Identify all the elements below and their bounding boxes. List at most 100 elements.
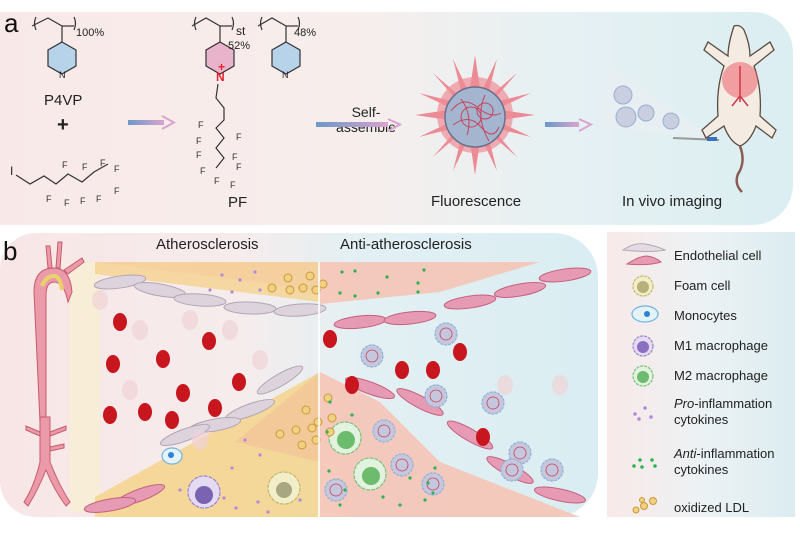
red-blood-cell-faded — [192, 430, 208, 450]
endothelial-cell — [333, 314, 387, 330]
in-vivo-imaging-label: In vivo imaging — [622, 193, 723, 210]
endothelial-cell — [256, 365, 304, 395]
red-blood-cell-faded — [222, 320, 238, 340]
red-blood-cell-faded — [182, 310, 198, 330]
endothelial-cell — [83, 497, 137, 513]
fluorine-atom: F — [232, 152, 238, 162]
fluorine-atom: F — [198, 120, 204, 130]
nanoparticle-core — [505, 463, 519, 477]
oxidized-ldl — [301, 405, 311, 415]
endothelial-cell — [493, 282, 547, 298]
anti-inflammation-cytokine — [327, 469, 331, 473]
nanoparticle — [540, 458, 564, 482]
oxidized-ldl — [285, 285, 295, 295]
oxidized-ldl — [283, 273, 293, 283]
p4vp-nitrogen: N — [59, 70, 66, 80]
pro-inflammation-cytokine — [222, 496, 226, 500]
m2-macrophage-icon — [632, 365, 654, 387]
oxidized-ldl — [291, 425, 301, 435]
anti-inflammation-cytokine — [381, 495, 385, 499]
pro-inflammation-cytokine — [238, 278, 242, 282]
red-blood-cell — [208, 399, 222, 417]
nanoparticle-core — [513, 446, 527, 460]
red-blood-cell — [156, 350, 170, 368]
legend-label: Endothelial cell — [674, 248, 762, 263]
iodine-atom: I — [10, 164, 14, 178]
p4vp-subscript: 100% — [76, 27, 105, 39]
endothelial-cell — [396, 388, 444, 416]
red-blood-cell — [426, 361, 440, 379]
pro-inflammation-cytokine — [178, 488, 182, 492]
legend-label-italic: Anti — [674, 446, 697, 461]
anti-inflammation-cytokine — [398, 503, 402, 507]
m1-macrophage-nucleus — [195, 486, 213, 504]
fluorine-atom: F — [196, 136, 202, 146]
legend-label-rest: -inflammation — [694, 396, 773, 411]
oxidized-ldl — [327, 413, 337, 423]
pyridinium-nitrogen: N — [216, 70, 225, 84]
red-blood-cell — [476, 428, 490, 446]
foam-cell-nucleus — [276, 482, 292, 498]
reaction-arrow — [128, 115, 177, 130]
nanoparticle — [390, 453, 414, 477]
oxidized-ldl — [275, 429, 285, 439]
mouse-icon — [701, 24, 777, 193]
pro-inflammation-cytokine — [208, 288, 212, 292]
legend-label: Foam cell — [674, 278, 731, 293]
nanoparticle — [360, 344, 384, 368]
pf-subscript-48: 48% — [294, 27, 317, 39]
positive-charge: + — [218, 60, 226, 74]
oxidized-ldl — [318, 279, 328, 289]
self-assemble-arrow — [316, 118, 403, 132]
legend-label-rest: -inflammation — [696, 446, 775, 461]
anti-inflammation-cytokine — [422, 268, 426, 272]
fluorine-atom: F — [230, 180, 236, 190]
pyridine-nitrogen: N — [282, 70, 289, 80]
legend-label-line2: cytokines — [674, 462, 729, 477]
m2-macrophage-nucleus — [362, 467, 380, 485]
nanoparticle-core — [439, 327, 453, 341]
red-blood-cell-faded — [92, 290, 108, 310]
anti-inflammation-cytokine — [350, 413, 354, 417]
pro-inflammation-cytokine — [230, 290, 234, 294]
oxidized-ldl — [323, 393, 333, 403]
nanoparticle — [481, 391, 505, 415]
plus-sign: + — [57, 114, 69, 136]
monocyte-nucleus — [168, 452, 174, 458]
anti-inflammation-cytokine — [433, 466, 437, 470]
endothelial-cell — [173, 293, 227, 307]
pf-structure — [191, 16, 301, 169]
m1-macrophage-icon — [632, 335, 654, 357]
legend-label-line2: cytokines — [674, 412, 729, 427]
legend-label: oxidized LDL — [674, 500, 750, 515]
red-blood-cell — [103, 406, 117, 424]
red-blood-cell — [345, 376, 359, 394]
endothelial-cell — [159, 423, 211, 447]
red-blood-cell — [113, 313, 127, 331]
pro-inflammation-cytokine — [234, 506, 238, 510]
oxidized-ldl — [297, 440, 307, 450]
anti-inflammation-cytokine — [353, 294, 357, 298]
panel-a-label: a — [4, 8, 19, 38]
red-blood-cell — [395, 361, 409, 379]
endothelial-cell — [443, 294, 497, 310]
red-blood-cell — [138, 403, 152, 421]
legend: Endothelial cell Foam cell Monocytes M1 … — [607, 232, 795, 517]
pf-subscript-52: 52% — [228, 40, 251, 52]
fluorine-atom: F — [114, 186, 120, 196]
legend-label: Anti-inflammation cytokines — [674, 446, 774, 478]
fluorine-atom: F — [46, 194, 52, 204]
nanoparticle-core — [365, 349, 379, 363]
red-blood-cell-faded — [122, 380, 138, 400]
fluorine-atom: F — [64, 198, 70, 208]
fluorescence-label: Fluorescence — [431, 193, 522, 210]
nanoparticle — [434, 322, 458, 346]
p4vp-structure — [31, 16, 77, 75]
fluorine-atom: F — [100, 158, 106, 168]
pro-inflammation-cytokine — [253, 270, 257, 274]
nanoparticle-core — [545, 463, 559, 477]
endothelial-cell — [93, 274, 147, 290]
red-blood-cell — [323, 330, 337, 348]
endothelial-cell — [538, 267, 592, 283]
